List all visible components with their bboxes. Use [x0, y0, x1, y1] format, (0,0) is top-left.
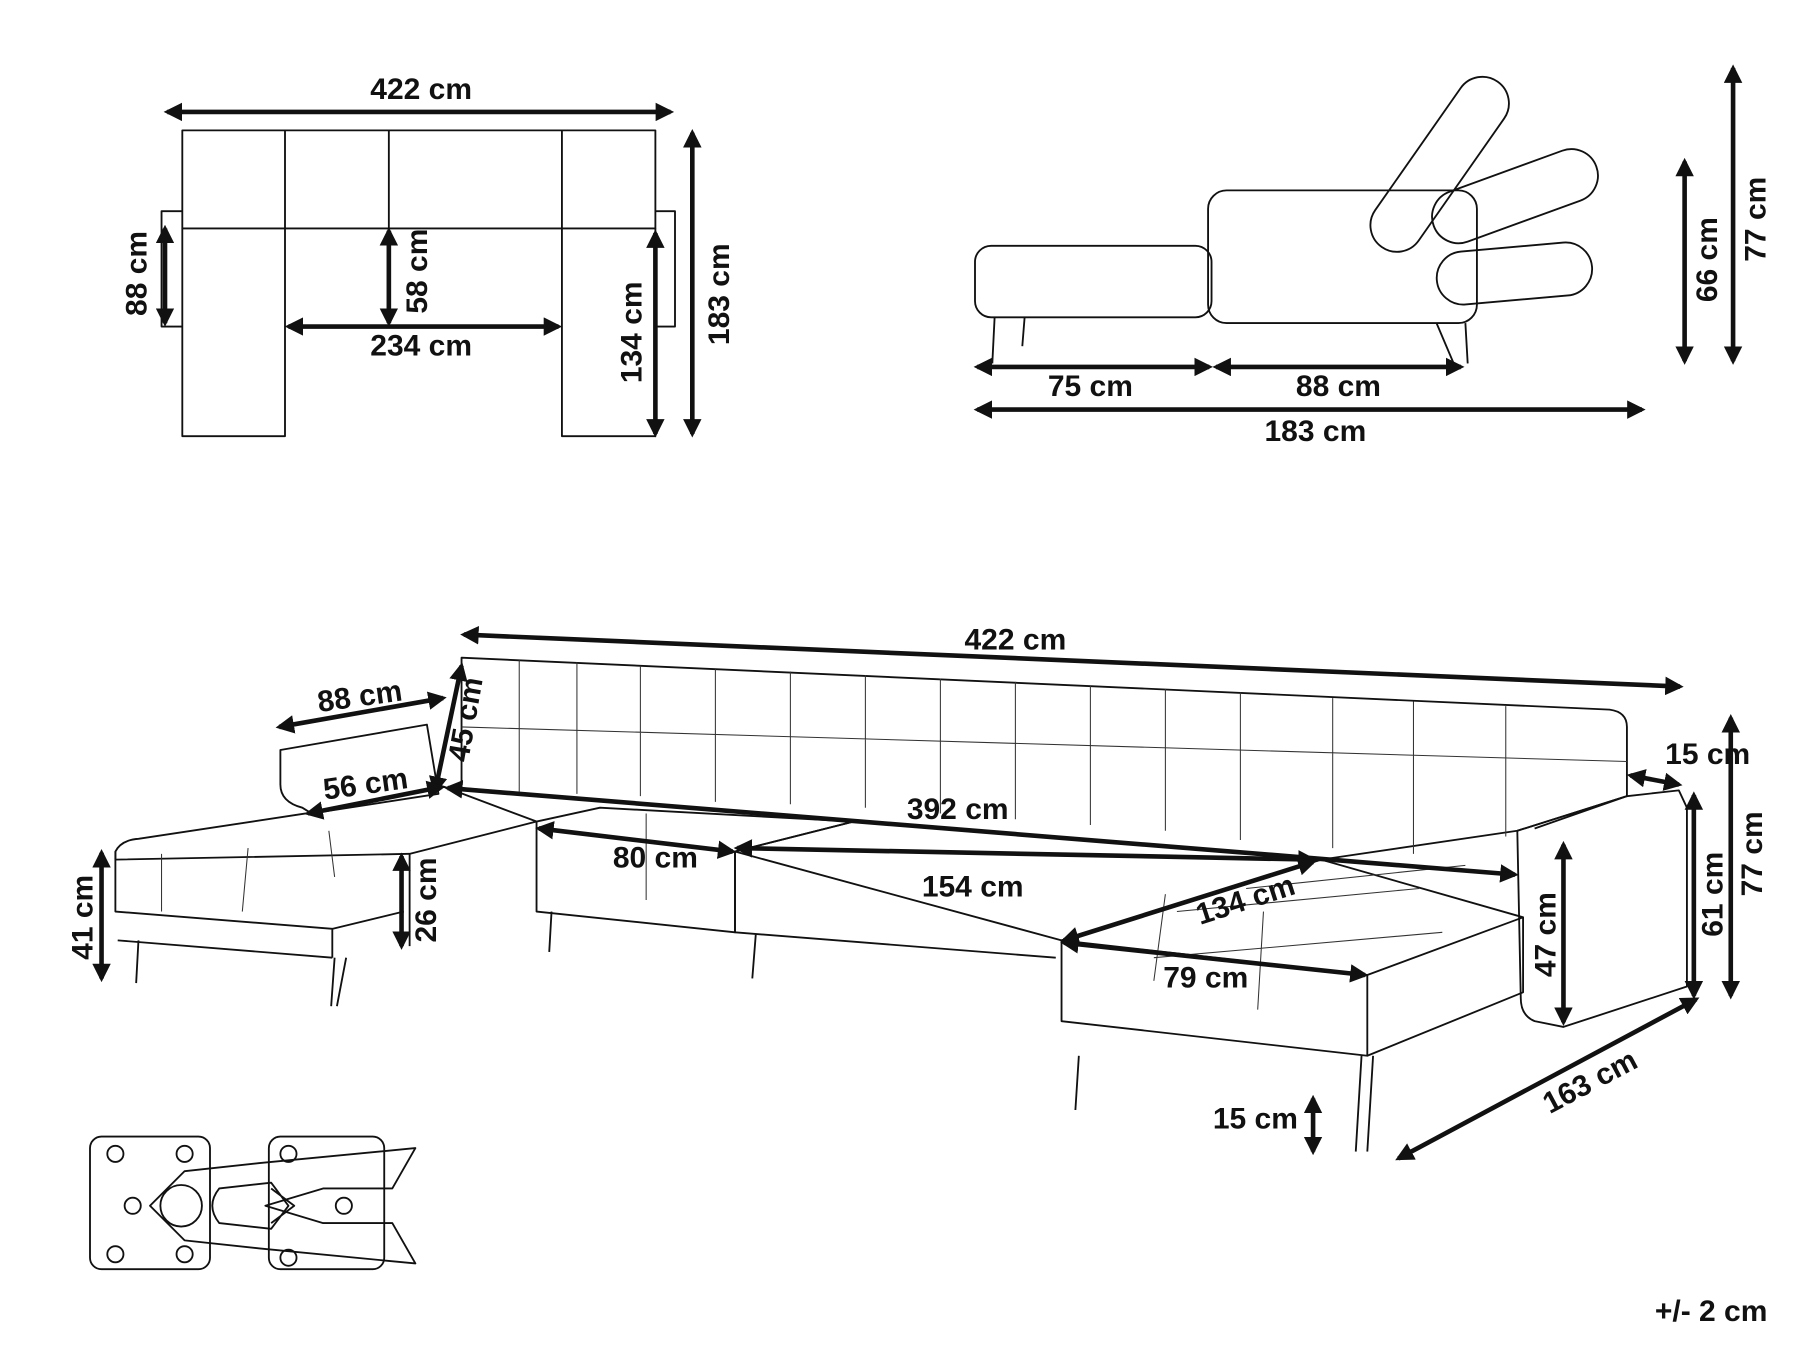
persp-back-cushion-label: 45 cm: [442, 675, 489, 765]
persp-chaise-length-label: 134 cm: [1192, 869, 1299, 932]
persp-module-width-label: 80 cm: [613, 842, 698, 875]
hinge-mechanism-detail: [89, 1135, 417, 1271]
plan-total-depth-label: 183 cm: [703, 243, 736, 345]
side-chaise-label: 75 cm: [1048, 370, 1133, 403]
persp-arm-height-label: 61 cm: [1697, 852, 1730, 937]
persp-arm-length-label: 88 cm: [315, 674, 404, 719]
plan-view: 422 cm 88 cm 58 cm 234 cm 134 cm 183 cm: [121, 73, 736, 438]
plan-inner-width-label: 234 cm: [370, 329, 472, 362]
persp-seat-width-label: 392 cm: [907, 793, 1009, 826]
persp-middle-width-label: 154 cm: [922, 871, 1024, 904]
side-seat-height-label: 66 cm: [1691, 217, 1724, 302]
side-view: 75 cm 88 cm 183 cm 66 cm 77 cm: [973, 64, 1772, 448]
tolerance-label: +/- 2 cm: [1655, 1295, 1768, 1328]
persp-seat-height-label: 41 cm: [66, 875, 99, 960]
perspective-view: 422 cm 88 cm 45 cm 56 cm 392 cm 15 cm 80…: [66, 624, 1769, 1161]
plan-seat-depth-label: 58 cm: [401, 229, 434, 314]
persp-arm-inner-height-label: 47 cm: [1529, 892, 1562, 977]
persp-total-height-label: 77 cm: [1736, 811, 1769, 896]
plan-chaise-length-label: 134 cm: [616, 281, 649, 383]
side-seat-label: 88 cm: [1296, 370, 1381, 403]
persp-cushion-height-label: 26 cm: [410, 857, 443, 942]
persp-leg-height-label: 15 cm: [1213, 1102, 1298, 1135]
plan-width-label: 422 cm: [370, 73, 472, 106]
side-total-length-label: 183 cm: [1265, 415, 1367, 448]
plan-arm-depth-label: 88 cm: [121, 231, 154, 316]
persp-chaise-width-label: 79 cm: [1163, 962, 1248, 995]
side-back-height-label: 77 cm: [1739, 177, 1772, 262]
persp-width-label: 422 cm: [965, 624, 1067, 657]
persp-armrest-width-label: 15 cm: [1665, 738, 1750, 771]
